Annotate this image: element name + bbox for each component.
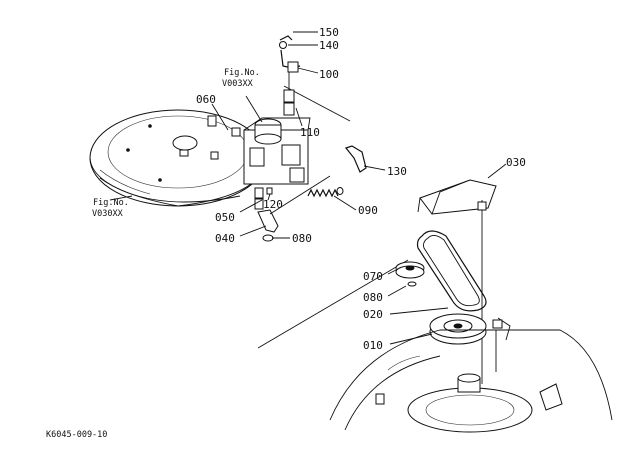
washer-080a (262, 234, 274, 242)
figref-v003-line1: Fig.No. (224, 68, 260, 78)
leader-lines (109, 31, 507, 345)
bushing-110a (283, 89, 295, 103)
callout-100: 100 (319, 68, 339, 81)
figure-code: K6045-009-10 (46, 430, 107, 440)
pin-150 (279, 35, 293, 41)
pulley-070 (395, 261, 425, 287)
hose-130 (344, 145, 367, 173)
callout-080-lower: 080 (363, 291, 383, 304)
washer-080b (407, 281, 417, 287)
callout-120: 120 (263, 198, 283, 211)
callout-080-upper: 080 (292, 232, 312, 245)
spring-090 (307, 188, 339, 198)
callout-150: 150 (319, 26, 339, 39)
figref-v003-line2: V003XX (222, 79, 254, 89)
pin-120 (266, 187, 273, 195)
callout-140: 140 (319, 39, 339, 52)
belt-020 (416, 230, 487, 312)
washer-140 (279, 41, 287, 49)
callout-050: 050 (215, 211, 235, 224)
belt-cover-030 (417, 179, 497, 384)
callout-110: 110 (300, 126, 320, 139)
callout-040: 040 (215, 232, 235, 245)
deck-housing (329, 317, 613, 433)
callout-020: 020 (363, 308, 383, 321)
callout-060: 060 (196, 93, 216, 106)
arm-040 (257, 209, 279, 233)
bushing-110b (283, 102, 295, 116)
callout-030: 030 (506, 156, 526, 169)
upper-linkage (279, 35, 301, 116)
divider-line-middle (257, 259, 409, 349)
gearbox-assembly (243, 117, 311, 185)
bushing-050a (254, 187, 264, 199)
divider-line-top (283, 85, 351, 122)
callout-010: 010 (363, 339, 383, 352)
callout-090: 090 (358, 204, 378, 217)
pulley-010 (429, 313, 487, 345)
callout-070: 070 (363, 270, 383, 283)
mower-deck (89, 109, 267, 207)
figref-v030-line1: Fig.No. (93, 198, 129, 208)
callout-130: 130 (387, 165, 407, 178)
figref-v030-line2: V030XX (92, 209, 124, 219)
